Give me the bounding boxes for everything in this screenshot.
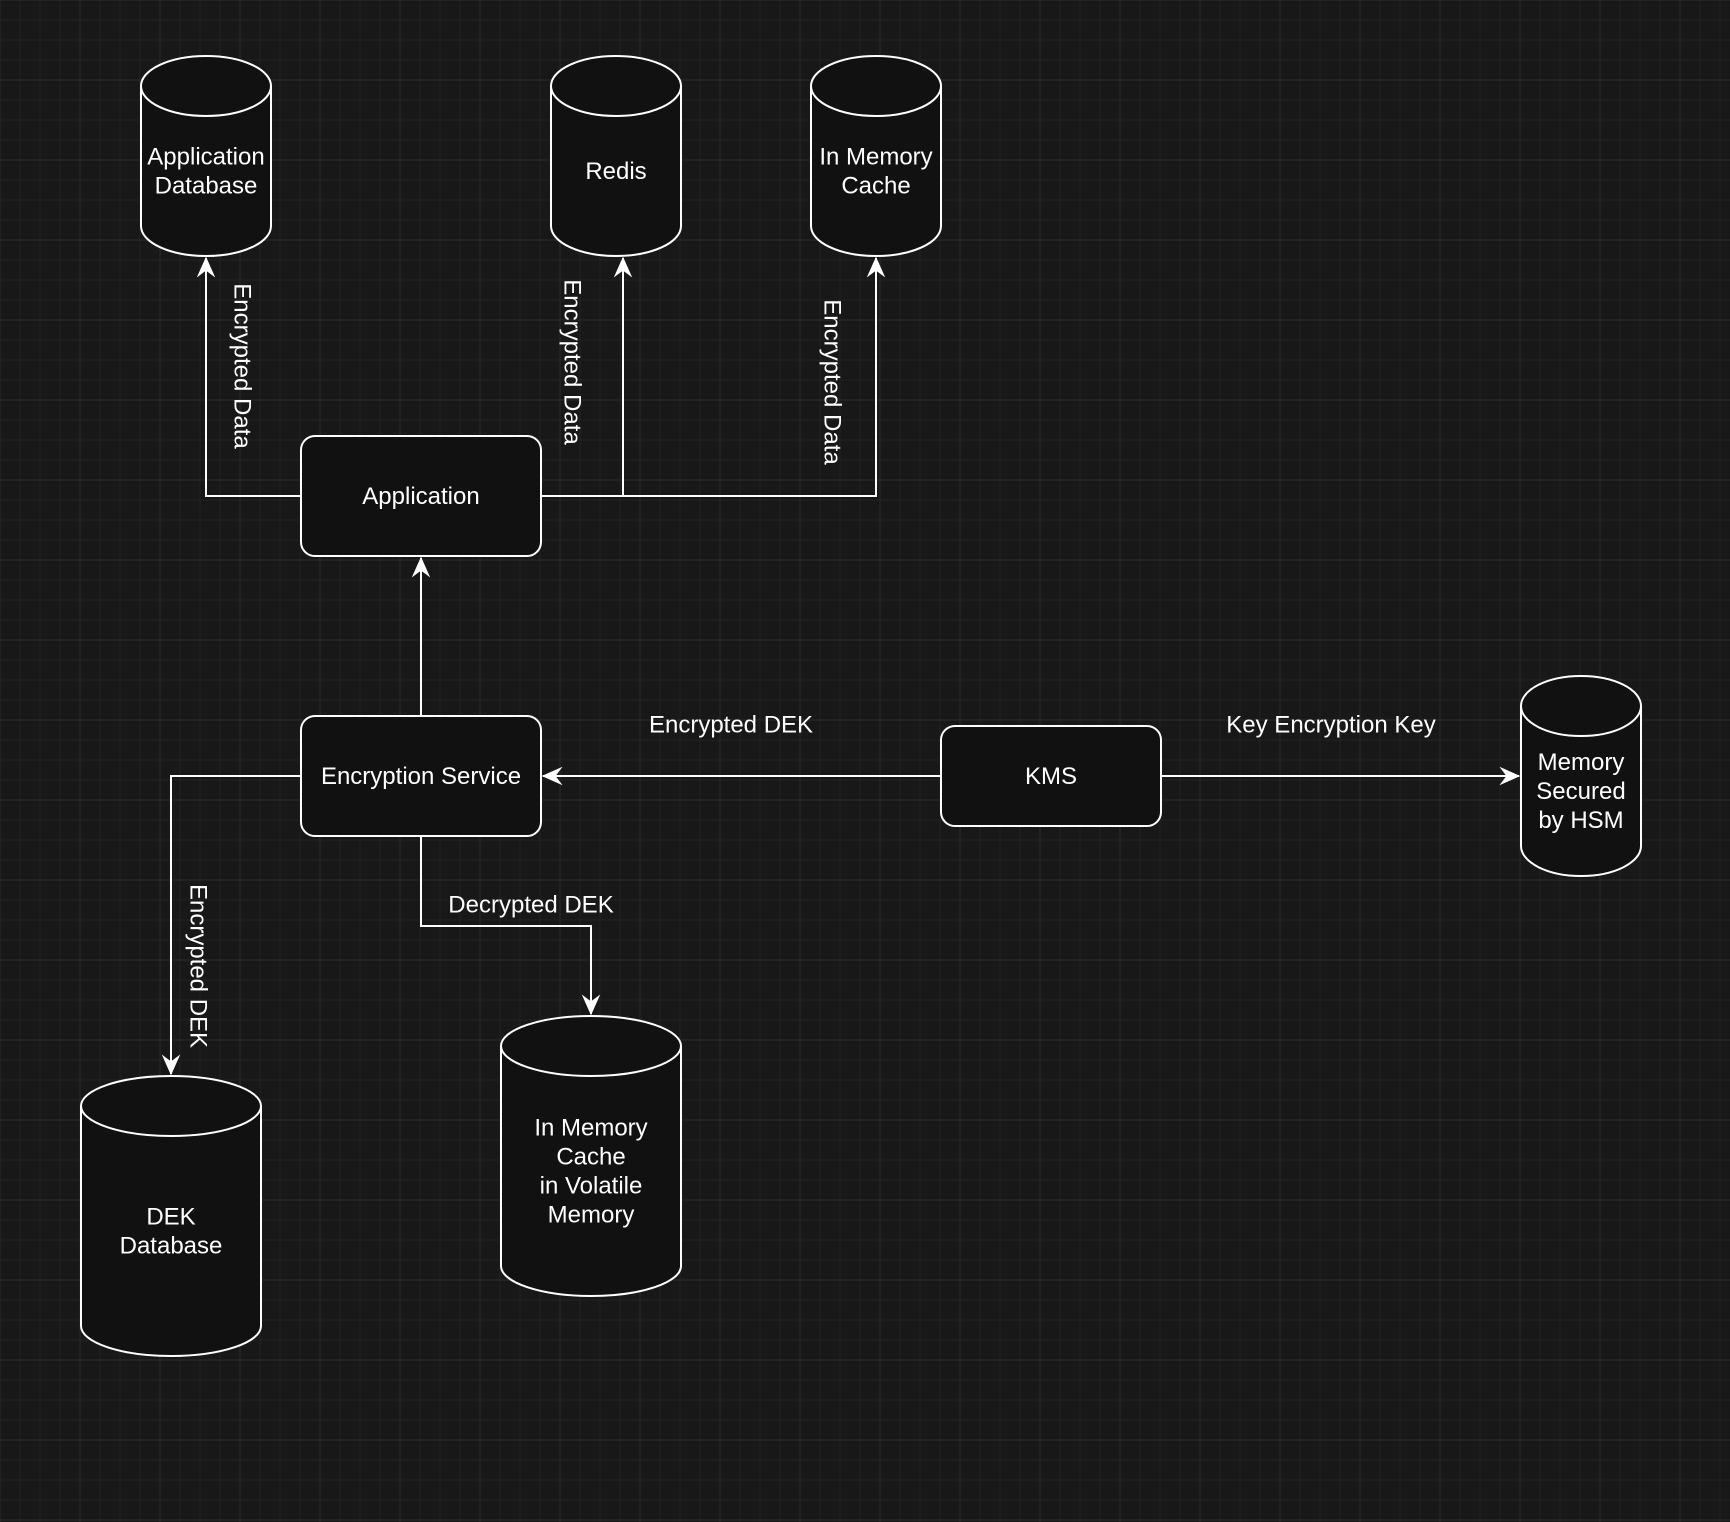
encryption-service-box — [300, 715, 542, 837]
application-database-label-line: Application — [147, 144, 264, 171]
kms-to-encryption-service-connector[interactable] — [541, 766, 941, 786]
kms-node[interactable]: KMS — [940, 725, 1162, 827]
volatile-cache-cylinder — [500, 1015, 682, 1297]
encryption-service-node[interactable]: Encryption Service — [300, 715, 542, 837]
encryption-service-to-dek-database-arrowhead — [161, 1054, 181, 1076]
application-to-redis-label: Encrypted Data — [559, 279, 586, 445]
application-to-application-database-line — [205, 258, 301, 497]
encryption-service-to-dek-database-label: Encrypted DEK — [185, 884, 212, 1048]
application-database-label-line: Database — [155, 173, 258, 200]
kms-label-line: KMS — [1025, 763, 1077, 790]
encryption-service-to-application-connector[interactable] — [411, 556, 431, 716]
application-to-application-database-label: Encrypted Data — [229, 283, 256, 449]
volatile-cache-cylinder-rim — [500, 1045, 682, 1077]
application-box — [300, 435, 542, 557]
redis-cylinder-rim — [550, 85, 682, 117]
application-to-application-database-arrowhead — [196, 256, 216, 278]
encryption-service-to-dek-database-line — [170, 775, 301, 1074]
dek-database-cylinder-rim — [80, 1105, 262, 1137]
volatile-cache-label-line: in Volatile — [540, 1173, 643, 1200]
kms-to-memory-hsm-connector[interactable] — [1161, 766, 1521, 786]
memory-hsm-label-line: Memory — [1538, 749, 1625, 776]
kms-to-encryption-service-label: Encrypted DEK — [649, 711, 813, 738]
application-to-in-memory-cache-arrowhead — [866, 256, 886, 278]
volatile-cache-label-line: In Memory — [534, 1115, 647, 1142]
encryption-service-to-volatile-cache-label: Decrypted DEK — [448, 891, 613, 918]
kms-label: KMS — [1025, 763, 1077, 790]
application-database-cylinder-rim — [140, 85, 272, 117]
application-to-application-database-connector[interactable] — [196, 256, 301, 497]
redis-node[interactable]: Redis — [550, 55, 682, 257]
encryption-service-to-volatile-cache-arrowhead — [581, 994, 601, 1016]
in-memory-cache-cylinder-rim — [810, 85, 942, 117]
application-label: Application — [362, 483, 479, 510]
encryption-service-label-line: Encryption Service — [321, 763, 521, 790]
in-memory-cache-label-line: Cache — [841, 173, 910, 200]
kms-to-memory-hsm-label: Key Encryption Key — [1226, 711, 1435, 738]
redis-label: Redis — [585, 158, 646, 185]
volatile-cache-label-line: Cache — [556, 1144, 625, 1171]
redis-label-line: Redis — [585, 158, 646, 185]
dek-database-label-line: Database — [120, 1233, 223, 1260]
memory-hsm-cylinder-rim — [1520, 705, 1642, 737]
encryption-service-to-application-arrowhead — [411, 556, 431, 578]
memory-hsm-label-line: Secured — [1536, 778, 1625, 805]
memory-hsm-label-line: by HSM — [1538, 807, 1623, 834]
application-to-in-memory-cache-line — [541, 258, 877, 497]
kms-to-memory-hsm-arrowhead — [1499, 766, 1521, 786]
dek-database-label-line: DEK — [146, 1204, 195, 1231]
application-to-in-memory-cache-connector[interactable] — [541, 256, 886, 497]
application-label-line: Application — [362, 483, 479, 510]
edge-labels-layer: Encrypted Data Encrypted Data Encrypted Da… — [185, 279, 1436, 1048]
application-to-in-memory-cache-label: Encrypted Data — [819, 299, 846, 465]
encryption-service-to-volatile-cache-line — [420, 836, 592, 1014]
in-memory-cache-label-line: In Memory — [819, 144, 932, 171]
dek-database-cylinder — [80, 1075, 262, 1357]
encryption-service-label: Encryption Service — [321, 763, 521, 790]
edges-layer — [161, 256, 1521, 1076]
kms-box — [940, 725, 1162, 827]
kms-to-encryption-service-arrowhead — [541, 766, 563, 786]
encryption-service-to-volatile-cache-connector[interactable] — [420, 836, 601, 1016]
encryption-service-to-dek-database-connector[interactable] — [161, 775, 301, 1076]
volatile-cache-label-line: Memory — [548, 1202, 635, 1229]
application-to-redis-arrowhead — [613, 256, 633, 278]
application-node[interactable]: Application — [300, 435, 542, 557]
